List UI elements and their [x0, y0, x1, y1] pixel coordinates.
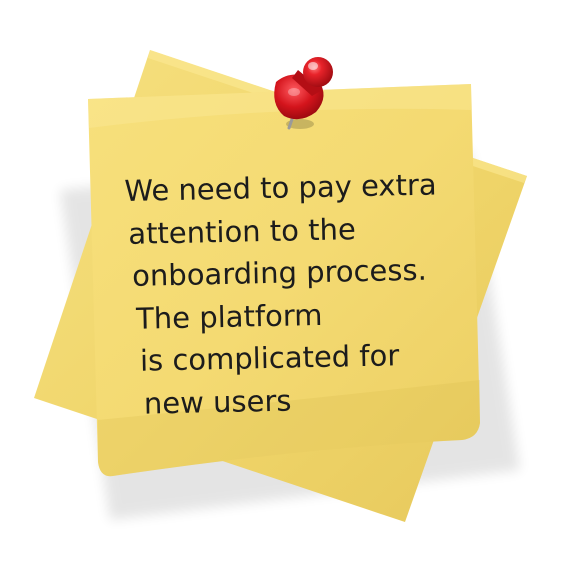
note-line-1: We need to pay extra — [124, 167, 437, 208]
note-line-5: is complicated for — [139, 338, 400, 378]
note-line-3: onboarding process. — [131, 252, 428, 293]
push-pin-icon — [274, 57, 333, 130]
note-line-6: new users — [143, 383, 292, 421]
note-line-2: attention to the — [127, 211, 357, 251]
front-sticky-note — [88, 84, 480, 477]
note-line-4: The platform — [135, 297, 323, 336]
note-text: We need to pay extra attention to the on… — [124, 163, 459, 425]
